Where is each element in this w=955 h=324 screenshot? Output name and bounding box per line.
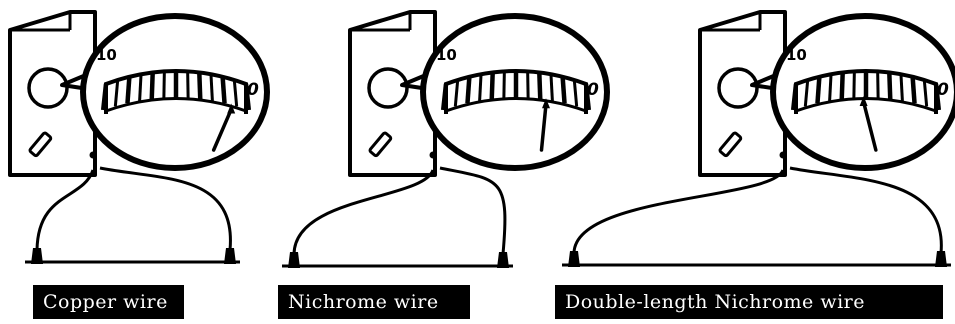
lead-wire-right	[440, 168, 505, 254]
dial-window	[369, 69, 407, 107]
scale-tick	[103, 84, 106, 110]
test-leads-1	[25, 168, 240, 264]
caption-copper-wire: Copper wire	[33, 285, 184, 319]
lead-wire-left	[37, 170, 93, 250]
scale-tick	[817, 77, 819, 103]
scale-tick	[901, 75, 902, 101]
lead-wire-right	[790, 168, 941, 253]
caption-nichrome-wire: Nichrome wire	[278, 285, 470, 319]
test-leads-2	[282, 168, 513, 268]
scale-tick	[211, 75, 212, 101]
dial-window	[719, 69, 757, 107]
terminal	[780, 152, 787, 159]
caption-double-length-nichrome-wire: Double-length Nichrome wire	[555, 285, 943, 319]
ohmmeter-panel-2: 10 0	[350, 12, 607, 175]
scale-tick	[199, 73, 200, 99]
lead-wire-left	[294, 170, 433, 254]
scale-label-min: 0	[587, 80, 599, 100]
scale-label-min: 0	[247, 80, 259, 100]
scale-tick	[913, 77, 915, 103]
ohmmeter-panel-1: 10 0	[10, 12, 267, 175]
scale-tick	[140, 75, 141, 101]
scale-tick	[842, 73, 843, 99]
lead-wire-left	[574, 170, 783, 253]
scale-label-max: 10	[96, 46, 117, 64]
test-leads-3	[562, 168, 951, 267]
scale-label-max: 10	[436, 46, 457, 64]
scale-tick	[152, 73, 153, 99]
callout-joint-mask	[785, 78, 786, 90]
scale-label-max: 10	[786, 46, 807, 64]
scale-tick	[223, 77, 225, 103]
scale-tick	[127, 77, 129, 103]
scale-label-min: 0	[937, 80, 949, 100]
scale-tick	[539, 73, 540, 99]
ohmmeter-panel-3: 10 0	[700, 12, 955, 175]
scale-tick	[551, 75, 552, 101]
scale-tick	[492, 73, 493, 99]
terminal	[90, 152, 97, 159]
scale-tick	[889, 73, 890, 99]
scale-tick	[443, 84, 446, 110]
callout-joint-mask	[435, 78, 436, 90]
scale-tick	[563, 77, 565, 103]
dial-window	[29, 69, 67, 107]
scale-tick	[830, 75, 831, 101]
callout-joint-mask	[95, 78, 96, 90]
terminal	[430, 152, 437, 159]
scale-tick	[467, 77, 469, 103]
scale-tick	[793, 84, 796, 110]
lead-wire-right	[100, 168, 230, 250]
scale-tick	[480, 75, 481, 101]
